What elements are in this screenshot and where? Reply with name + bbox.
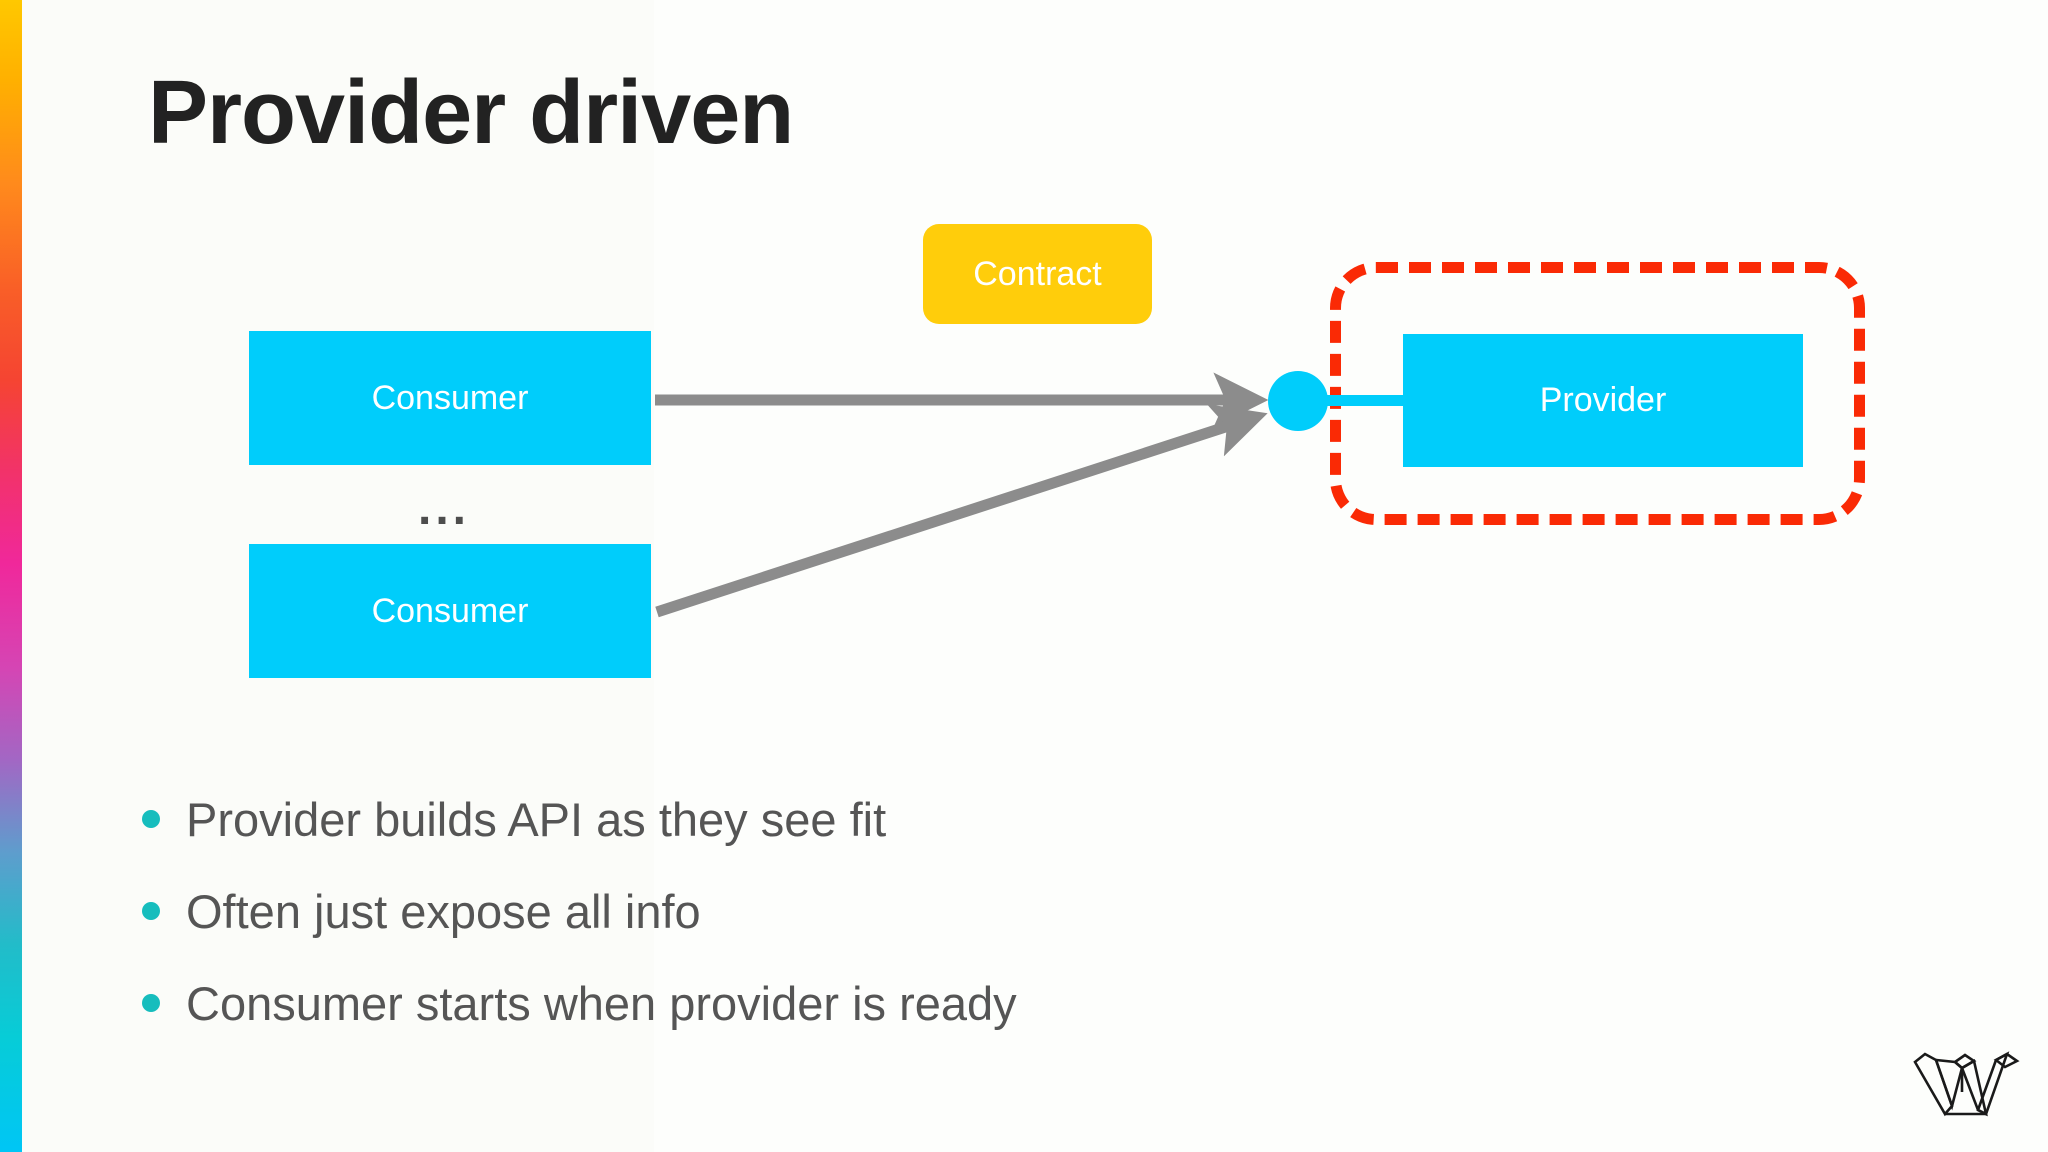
bullet-dot-icon [142,810,160,828]
contract-node[interactable]: Contract [923,224,1152,324]
contract-node-label: Contract [973,254,1102,293]
provider-connector-line [1322,395,1412,406]
consumer-node-2-label: Consumer [371,591,529,630]
consumer-node-2[interactable]: Consumer [249,544,651,678]
provider-highlight-boundary [1330,262,1865,525]
list-item: Provider builds API as they see fit [142,790,1442,848]
consumer-node-1-label: Consumer [371,378,529,417]
list-item: Consumer starts when provider is ready [142,974,1442,1032]
bullet-text: Consumer starts when provider is ready [186,976,1017,1030]
provider-node-label: Provider [1539,381,1667,419]
bullet-text: Often just expose all info [186,884,701,938]
bullet-text: Provider builds API as they see fit [186,792,887,846]
list-item: Often just expose all info [142,882,1442,940]
w-logo-icon [1913,1051,2020,1117]
consumer-node-1[interactable]: Consumer [249,331,651,465]
gradient-accent-bar [0,0,22,1152]
page-title: Provider driven [148,63,794,163]
provider-node[interactable]: Provider [1403,334,1803,467]
bullet-list: Provider builds API as they see fit Ofte… [142,790,1442,1066]
provider-interface-circle[interactable] [1268,371,1328,431]
ellipsis-separator: ... [418,482,471,535]
bullet-dot-icon [142,902,160,920]
bullet-dot-icon [142,994,160,1012]
